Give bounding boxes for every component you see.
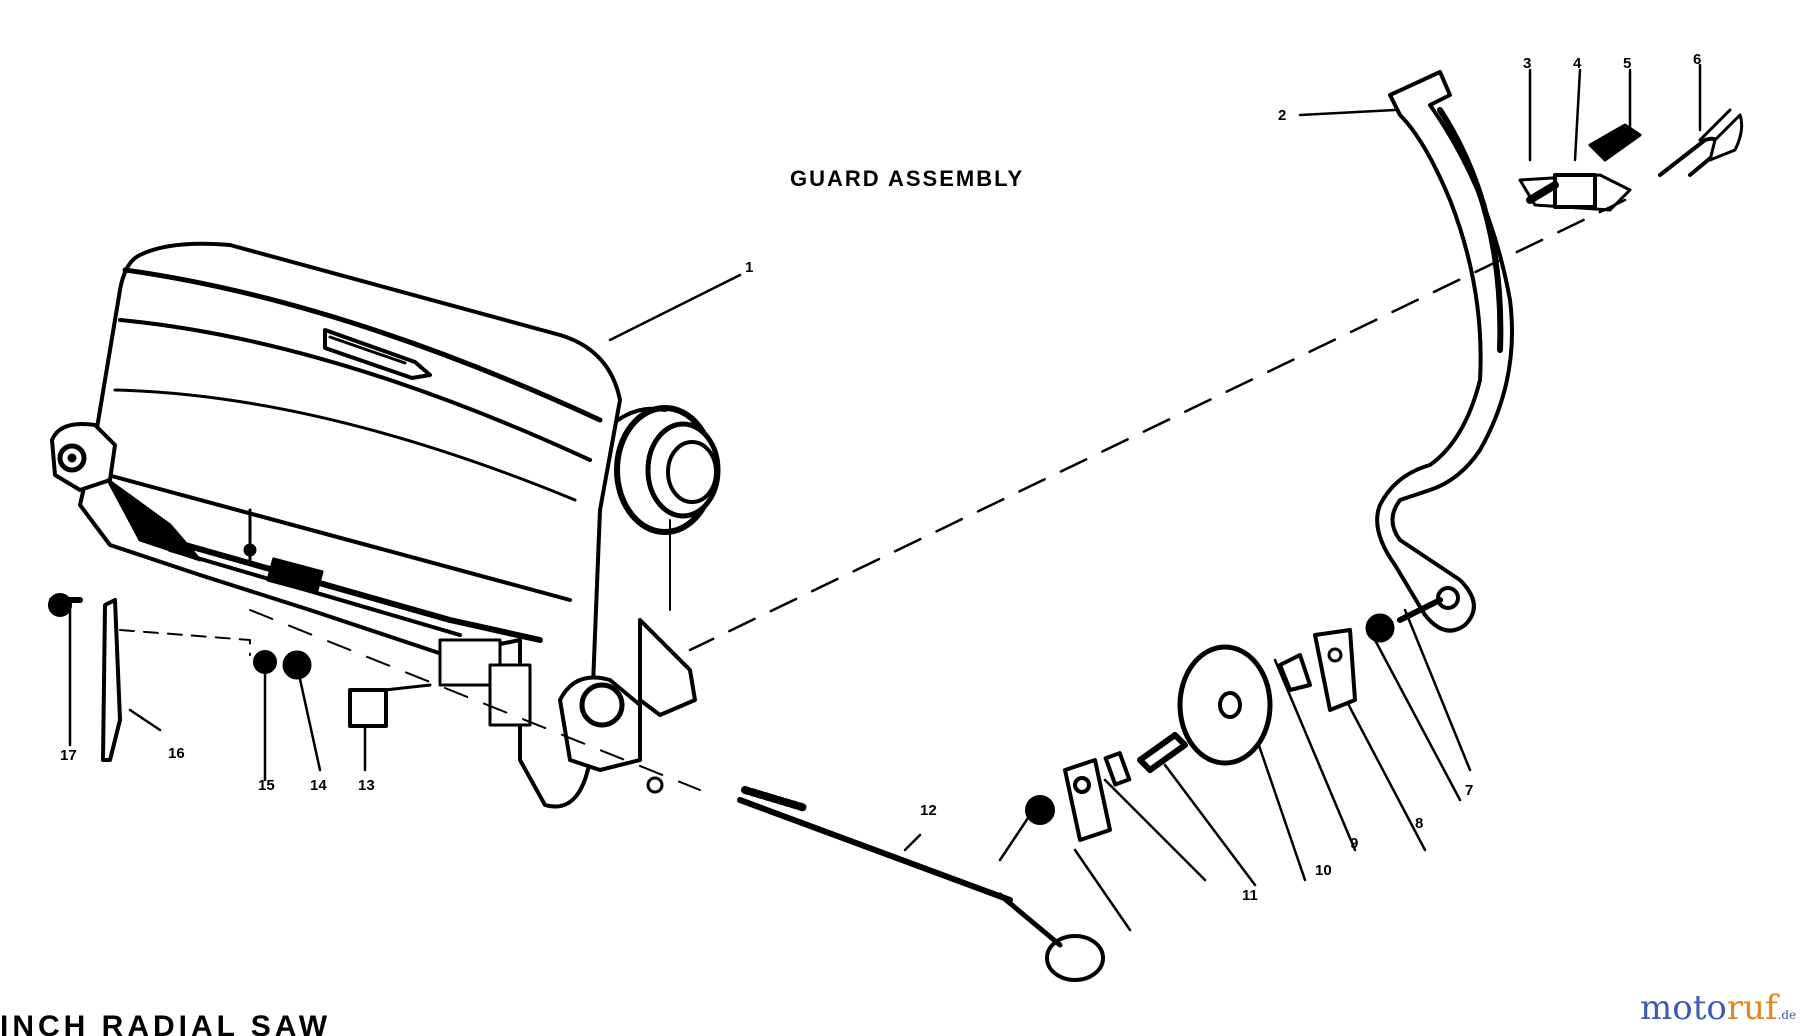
centre-line (688, 198, 1627, 652)
callout-14: 14 (310, 777, 327, 794)
callout-leaders (68, 63, 1702, 932)
callout-6: 6 (1693, 51, 1701, 68)
callout-5: 5 (1623, 55, 1631, 72)
rod (737, 786, 1105, 982)
callout-17: 17 (60, 747, 77, 764)
guard-arm (1375, 70, 1514, 633)
small-hardware (48, 593, 1443, 842)
diagram-title: GUARD ASSEMBLY (790, 166, 1025, 191)
callout-16: 16 (168, 745, 185, 762)
callout-3: 3 (1523, 55, 1531, 72)
watermark-part-3: .de (1777, 1008, 1797, 1022)
centre-line-left (119, 629, 251, 656)
callout-15: 15 (258, 777, 275, 794)
callout-9: 9 (1350, 835, 1358, 852)
callout-13: 13 (358, 777, 375, 794)
callout-4: 4 (1573, 55, 1582, 72)
watermark-logo: motoruf.de (1640, 988, 1796, 1028)
callout-10: 10 (1315, 862, 1332, 879)
callout-1: 1 (745, 259, 753, 276)
guard-body (50, 241, 721, 809)
callout-7: 7 (1465, 782, 1473, 799)
callout-12: 12 (920, 802, 937, 819)
hardware-cluster-top (1518, 108, 1744, 212)
callout-8: 8 (1415, 815, 1423, 832)
watermark-part-1: moto (1640, 988, 1727, 1028)
watermark-part-2: ruf (1726, 988, 1778, 1028)
callout-2: 2 (1278, 107, 1286, 124)
callout-11: 11 (1242, 887, 1258, 904)
footer-text: INCH RADIAL SAW (0, 1010, 332, 1036)
